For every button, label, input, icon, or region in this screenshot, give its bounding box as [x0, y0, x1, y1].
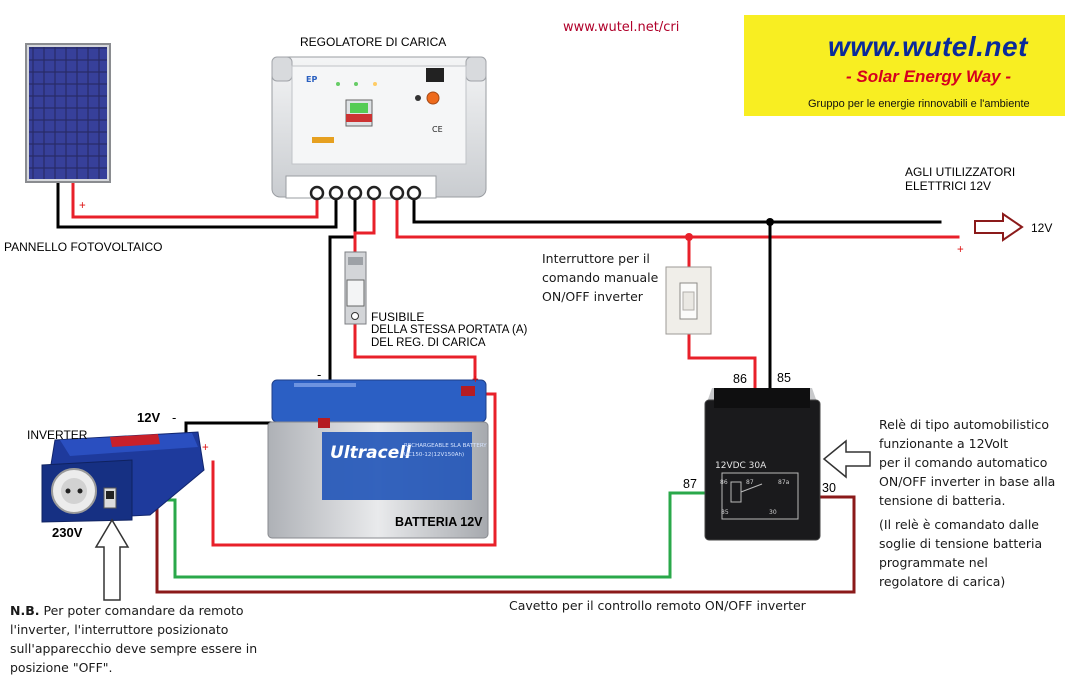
wire-load-negative	[412, 193, 942, 224]
wire-load-positive	[395, 193, 960, 239]
nb-text-line4: posizione "OFF".	[10, 660, 113, 675]
fuse-label-line2: DELLA STESSA PORTATA (A)	[371, 324, 528, 336]
relay-terminal-86: 86	[733, 372, 747, 386]
pv-positive-mark: +	[79, 200, 86, 212]
battery-positive-mark: +	[472, 374, 479, 386]
load-positive-mark: +	[957, 244, 964, 256]
relay-pin-87a: 87a	[778, 479, 790, 486]
fuse-label-line3: DEL REG. DI CARICA	[371, 337, 486, 349]
switch-note-line2: comando manuale	[542, 270, 659, 285]
inverter-ac-label: 230V	[52, 525, 83, 540]
pv-panel-label: PANNELLO FOTOVOLTAICO	[4, 240, 163, 254]
wire-battery-positive-to-fuse	[353, 193, 376, 254]
wire-inverter-positive	[211, 392, 497, 547]
battery-brand-text: Ultracell	[330, 443, 412, 463]
inverter-negative-mark: -	[172, 410, 177, 425]
svg-text:EP: EP	[306, 75, 317, 84]
relay-note-line4: ON/OFF inverter in base alla	[879, 474, 1056, 489]
wire-pv-negative	[56, 180, 338, 229]
site-link[interactable]: www.wutel.net/cri	[563, 20, 680, 35]
pv-panel	[25, 43, 111, 183]
brand-url[interactable]: www.wutel.net	[828, 31, 1028, 62]
switch-note-line3: ON/OFF inverter	[542, 289, 643, 304]
battery-negative-mark: -	[317, 367, 322, 382]
battery-model-text: UC150-12(12V150Ah)	[404, 452, 464, 458]
inverter-label: INVERTER	[27, 428, 88, 442]
loads-label-line1: AGLI UTILIZZATORI	[905, 165, 1016, 179]
relay-pointer-arrow-icon	[822, 439, 871, 479]
relay-sub-note-line1: (Il relè è comandato dalle	[879, 517, 1039, 532]
relay-note-line3: per il comando automatico	[879, 455, 1048, 470]
battery-label: BATTERIA 12V	[395, 515, 483, 529]
relay-note-line1: Relè di tipo automobilistico	[879, 417, 1049, 432]
relay-terminal-87: 87	[683, 477, 697, 491]
nb-text-line2: l'inverter, l'interruttore posizionato	[10, 622, 229, 637]
relay-rating-text: 12VDC 30A	[715, 461, 767, 471]
wire-pv-positive	[71, 180, 319, 219]
battery: Ultracell RECHARGEABLE SLA BATTERY UC150…	[267, 379, 489, 539]
relay-note-line5: tensione di batteria.	[879, 493, 1006, 508]
junction-dot	[685, 233, 693, 241]
fuse	[344, 251, 367, 325]
nb-pointer-arrow-icon	[94, 518, 130, 601]
charge-controller-label: REGOLATORE DI CARICA	[300, 35, 447, 49]
fuse-label-line1: FUSIBILE	[371, 310, 425, 324]
brand-banner: www.wutel.net - Solar Energy Way - Grupp…	[744, 15, 1065, 116]
inverter-positive-mark: +	[202, 442, 209, 454]
loads-label-line2: ELETTRICI 12V	[905, 179, 992, 193]
output-voltage-label: 12V	[1031, 221, 1053, 235]
brand-group-text: Gruppo per le energie rinnovabili e l'am…	[808, 98, 1030, 110]
nb-text-line1: Per poter comandare da remoto	[39, 603, 244, 618]
relay-terminal-30: 30	[822, 481, 836, 495]
charge-controller: EP CE	[271, 56, 487, 201]
relay-pin-30: 30	[769, 509, 777, 516]
junction-dot	[766, 218, 774, 226]
wire-switch-to-relay86	[687, 331, 757, 390]
brand-slogan: - Solar Energy Way -	[846, 67, 1012, 86]
remote-cable-caption: Cavetto per il controllo remoto ON/OFF i…	[509, 598, 806, 613]
relay-note-line2: funzionante a 12Volt	[879, 436, 1009, 451]
svg-text:RECHARGEABLE SLA BATTERY: RECHARGEABLE SLA BATTERY	[404, 443, 487, 449]
manual-switch	[665, 266, 712, 335]
relay-pin-87: 87	[746, 479, 754, 486]
nb-text-line3: sull'apparecchio deve sempre essere in	[10, 641, 258, 656]
relay-pin-85: 85	[721, 509, 729, 516]
output-arrow-icon	[974, 212, 1024, 242]
relay-sub-note-line3: programmate nel	[879, 555, 988, 570]
relay-terminal-85: 85	[777, 371, 791, 385]
switch-note-line1: Interruttore per il	[542, 251, 650, 266]
wire-fuse-to-battery	[353, 321, 477, 394]
relay-pin-86: 86	[720, 479, 728, 486]
relay-sub-note-line2: soglie di tensione batteria	[879, 536, 1043, 551]
inverter	[41, 431, 205, 523]
relay: 12VDC 30A 86 87 87a 85 30	[704, 388, 821, 541]
relay-sub-note-line4: regolatore di carica)	[879, 574, 1006, 589]
wires	[56, 180, 960, 594]
inverter-dc-label: 12V	[137, 410, 161, 425]
nb-title: N.B.	[10, 603, 40, 618]
svg-text:CE: CE	[432, 125, 443, 134]
